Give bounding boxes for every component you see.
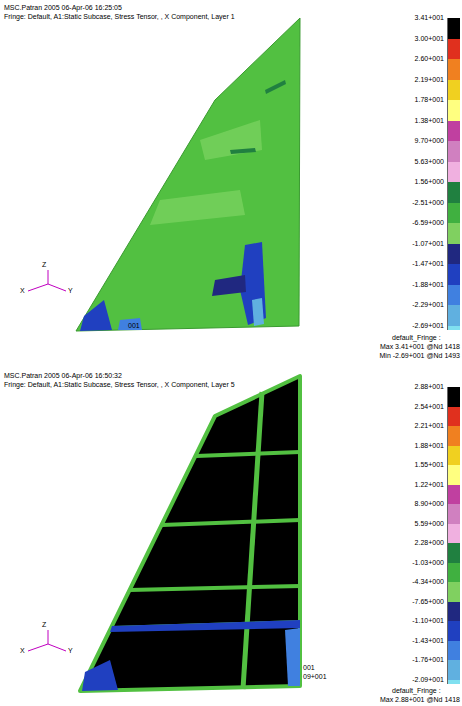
node-tag: 09+001	[303, 673, 327, 681]
scale-swatch	[447, 641, 460, 661]
legend-title: default_Fringe :	[392, 334, 441, 342]
wing-contour	[76, 18, 300, 331]
legend-title: default_Fringe :	[392, 687, 441, 695]
scale-swatch	[447, 264, 460, 285]
scale-swatch	[447, 504, 460, 524]
contour-patch	[230, 148, 256, 154]
node-tag: 001	[128, 322, 140, 330]
contour-patch	[82, 660, 118, 691]
axis-label: Y	[68, 647, 73, 655]
contour-patch	[212, 275, 246, 296]
scale-swatch	[447, 162, 460, 183]
scale-swatch	[447, 407, 460, 427]
scale-value: 5.63+000	[415, 158, 444, 166]
scale-value: 9.70+000	[415, 137, 444, 145]
scale-value: -1.47+001	[412, 260, 444, 268]
axis-label: Y	[68, 287, 73, 295]
scale-swatch	[447, 387, 460, 407]
scale-value: -2.69+001	[412, 322, 444, 330]
scale-value: -6.59+000	[412, 219, 444, 227]
contour-patch	[285, 628, 300, 686]
scale-swatch	[447, 203, 460, 224]
scale-value: -2.09+001	[412, 676, 444, 684]
scale-value: 3.00+001	[415, 35, 444, 43]
scale-value: 2.54+001	[415, 403, 444, 411]
scale-value: -7.65+000	[412, 598, 444, 606]
axis-label: X	[20, 647, 25, 655]
plot-header: MSC.Patran 2005 06-Apr-06 16:50:32	[4, 372, 122, 380]
scale-swatch	[447, 660, 460, 680]
scale-swatch	[447, 465, 460, 485]
scale-value: 1.56+000	[415, 178, 444, 186]
scale-swatch	[447, 602, 460, 622]
scale-value: 8.90+000	[415, 500, 444, 508]
scale-value: -1.03+000	[412, 559, 444, 567]
scale-swatch	[447, 80, 460, 101]
scale-value: 1.55+001	[415, 461, 444, 469]
plot-header: Fringe: Default, A1:Static Subcase, Stre…	[4, 381, 235, 389]
max-note: Max 2.88+001 @Nd 1418	[380, 696, 460, 704]
scale-swatch	[447, 141, 460, 162]
scale-swatch	[447, 563, 460, 583]
scale-swatch	[447, 244, 460, 265]
scale-value: 2.88+001	[415, 383, 444, 391]
contour-patch	[80, 300, 112, 331]
wing-contour	[80, 376, 300, 691]
scale-swatch	[447, 59, 460, 80]
scale-value: 5.59+000	[415, 520, 444, 528]
contour-patch	[118, 318, 142, 330]
min-note: Min -2.69+001 @Nd 1493	[380, 352, 460, 360]
contour-patch	[200, 120, 262, 160]
scale-swatch	[447, 543, 460, 563]
scale-swatch	[447, 182, 460, 203]
plot-header: MSC.Patran 2005 06-Apr-06 16:25:05	[4, 4, 122, 12]
scale-value: -2.51+000	[412, 199, 444, 207]
scale-value: -2.29+001	[412, 301, 444, 309]
scale-swatch	[447, 121, 460, 142]
scale-value: -1.10+001	[412, 617, 444, 625]
scale-swatch	[447, 426, 460, 446]
scale-swatch	[447, 680, 460, 684]
scale-swatch	[447, 100, 460, 121]
scale-value: 1.78+001	[415, 96, 444, 104]
scale-value: -1.07+001	[412, 240, 444, 248]
scale-swatch	[447, 524, 460, 544]
scale-value: -1.76+001	[412, 656, 444, 664]
plot-header: Fringe: Default, A1:Static Subcase, Stre…	[4, 13, 235, 21]
scale-value: 1.38+001	[415, 117, 444, 125]
scale-swatch	[447, 305, 460, 326]
contour-patch	[265, 80, 286, 94]
scale-value: 2.19+001	[415, 76, 444, 84]
node-tag: 001	[303, 664, 315, 672]
scale-swatch	[447, 485, 460, 505]
axis-label: Z	[42, 261, 46, 269]
scale-value: -1.88+001	[412, 281, 444, 289]
scale-swatch	[447, 326, 460, 330]
scale-value: 3.41+001	[415, 14, 444, 22]
scale-swatch	[447, 18, 460, 39]
scale-value: 1.22+001	[415, 481, 444, 489]
axis-label: Z	[42, 621, 46, 629]
scale-value: 2.21+001	[415, 422, 444, 430]
scale-swatch	[447, 582, 460, 602]
scale-value: 2.60+001	[415, 55, 444, 63]
contour-patch	[110, 620, 300, 632]
contour-patch	[150, 190, 245, 225]
scale-value: -4.34+000	[412, 578, 444, 586]
scale-value: -1.43+001	[412, 637, 444, 645]
scale-swatch	[447, 39, 460, 60]
scale-swatch	[447, 285, 460, 306]
scale-value: 1.88+001	[415, 442, 444, 450]
max-note: Max 3.41+001 @Nd 1418	[380, 343, 460, 351]
scale-swatch	[447, 621, 460, 641]
scale-swatch	[447, 223, 460, 244]
axis-label: X	[20, 287, 25, 295]
contour-patch	[252, 298, 264, 326]
scale-value: 2.28+000	[415, 539, 444, 547]
scale-swatch	[447, 446, 460, 466]
